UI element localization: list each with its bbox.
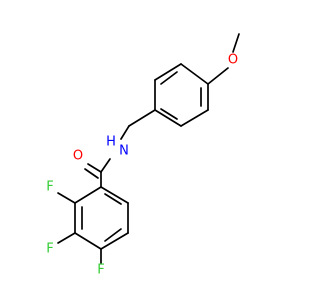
bond-ring2-inner-2 <box>160 108 178 120</box>
bond-methyl-oxygen <box>232 33 240 53</box>
bond-carbonyl-double-a <box>87 163 102 173</box>
bond-ring1-inner-1 <box>104 193 122 205</box>
atom-label-fluorine-3: F <box>46 242 53 257</box>
bond-carbonyl-double-b <box>84 168 99 179</box>
bond-ring1-d <box>74 232 102 250</box>
atom-label-nitrogen-amide: N <box>119 144 129 159</box>
bond-ring2-e <box>154 63 182 81</box>
bond-ring-ch2 <box>128 109 156 127</box>
bond-carbon-fluorine-3 <box>57 232 76 244</box>
atom-label-hydrogen-amide: H <box>106 135 116 150</box>
bond-nitrogen-carbonyl <box>100 158 111 173</box>
structure-canvas: O H N O F F F <box>46 33 240 278</box>
atom-label-fluorine-2: F <box>46 180 53 195</box>
bond-ring1-inner-2 <box>104 228 122 242</box>
bond-ring2-c <box>154 109 182 127</box>
bond-ring1-a <box>100 186 129 204</box>
bond-ring1-f <box>74 186 102 204</box>
bond-ring2-f <box>180 63 209 85</box>
bond-ring2-b <box>180 109 209 127</box>
bond-carbon-fluorine-2 <box>57 192 76 204</box>
atom-label-oxygen-methoxy: O <box>228 53 238 68</box>
bond-ch2-nitrogen <box>120 125 130 140</box>
atom-label-fluorine-4: F <box>97 263 104 278</box>
bond-ring1-c <box>100 232 129 250</box>
bond-oxygen-ring <box>207 67 229 85</box>
atom-label-oxygen-carbonyl: O <box>73 149 83 164</box>
bond-ring2-inner-3 <box>160 71 178 85</box>
